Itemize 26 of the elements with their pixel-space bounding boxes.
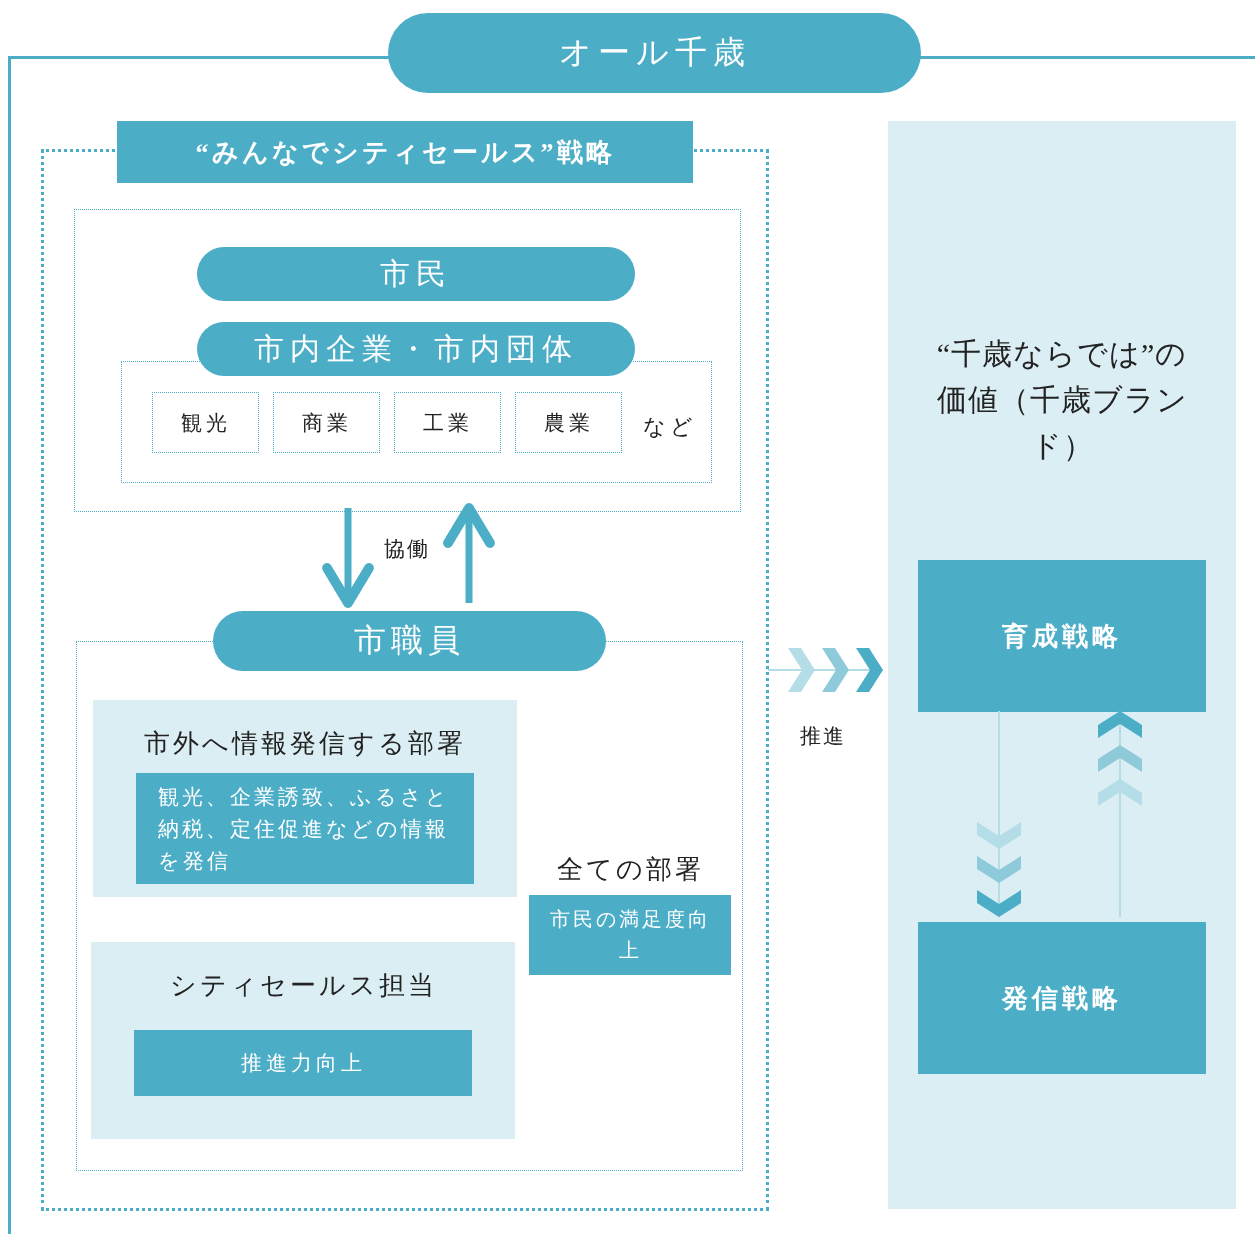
etc-text: など xyxy=(643,413,697,441)
title-pill: オール千歳 xyxy=(388,13,921,93)
department-panel xyxy=(91,942,515,1139)
pill-label: 市職員 xyxy=(213,611,606,671)
strategy-box: 発信戦略 xyxy=(918,922,1206,1074)
brand-value-text: “千歳ならでは”の価値（千歳ブランド） xyxy=(935,336,1189,464)
category-box: 工業 xyxy=(394,392,501,453)
title-banner: “みんなでシティセールス”戦略 xyxy=(117,121,693,183)
info-box: 観光、企業誘致、ふるさと納税、定住促進などの情報を発信 xyxy=(136,773,474,884)
goal-box: 市民の満足度向上 xyxy=(529,895,731,975)
strategy-box: 育成戦略 xyxy=(918,560,1206,712)
category-frame xyxy=(121,361,712,483)
category-box: 商業 xyxy=(273,392,380,453)
brand-panel xyxy=(888,121,1236,1209)
category-box: 農業 xyxy=(515,392,622,453)
group-heading: 全ての部署 xyxy=(555,854,705,886)
department-panel xyxy=(93,700,517,897)
panel-heading: シティセールス担当 xyxy=(168,970,438,1002)
edge-label: 推進 xyxy=(800,723,846,750)
goal-box: 推進力向上 xyxy=(134,1030,472,1096)
dotted-frame xyxy=(74,209,741,512)
panel-heading: 市外へ情報発信する部署 xyxy=(143,728,467,760)
pill-label: 市民 xyxy=(197,247,635,301)
category-box: 観光 xyxy=(152,392,259,453)
edge-label: 協働 xyxy=(384,536,430,563)
pill-label: 市内企業・市内団体 xyxy=(197,322,635,376)
